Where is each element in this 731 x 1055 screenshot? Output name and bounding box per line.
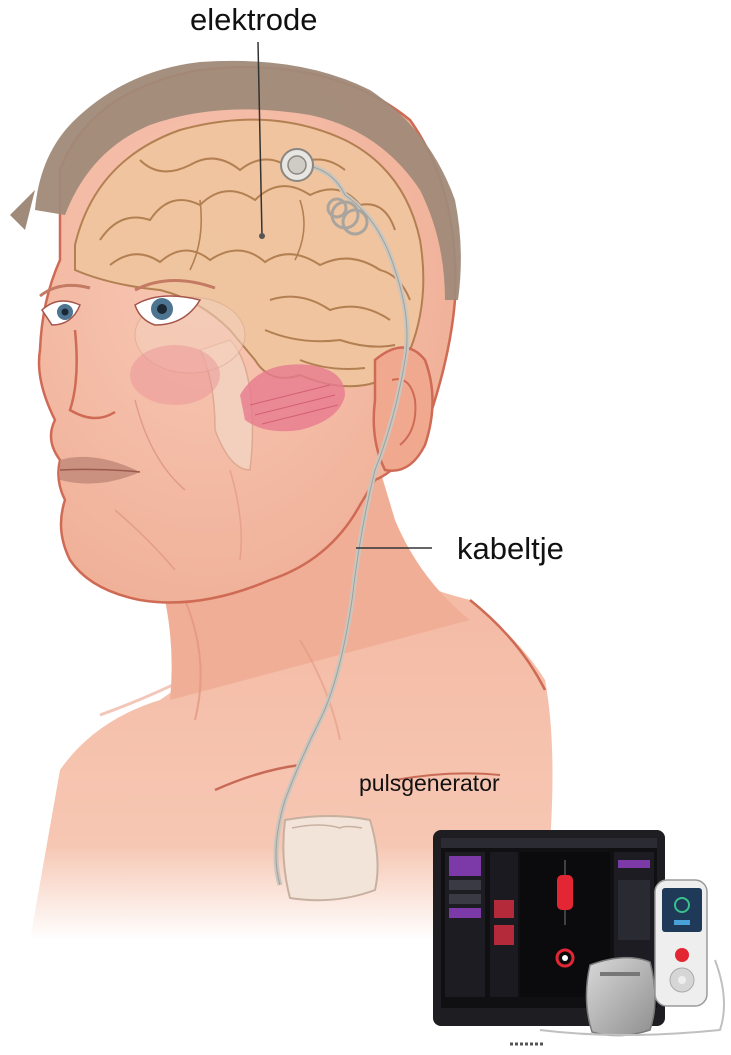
pulse-generator-label: pulsgenerator <box>359 770 500 797</box>
handheld-programmer-icon <box>655 880 707 1006</box>
pulse-generator-implant <box>283 816 377 900</box>
cable-label: kabeltje <box>457 531 564 567</box>
electrode-label: elektrode <box>190 2 318 38</box>
pulse-generator-device-icon <box>586 958 655 1036</box>
electrode-disc-icon <box>281 149 313 181</box>
